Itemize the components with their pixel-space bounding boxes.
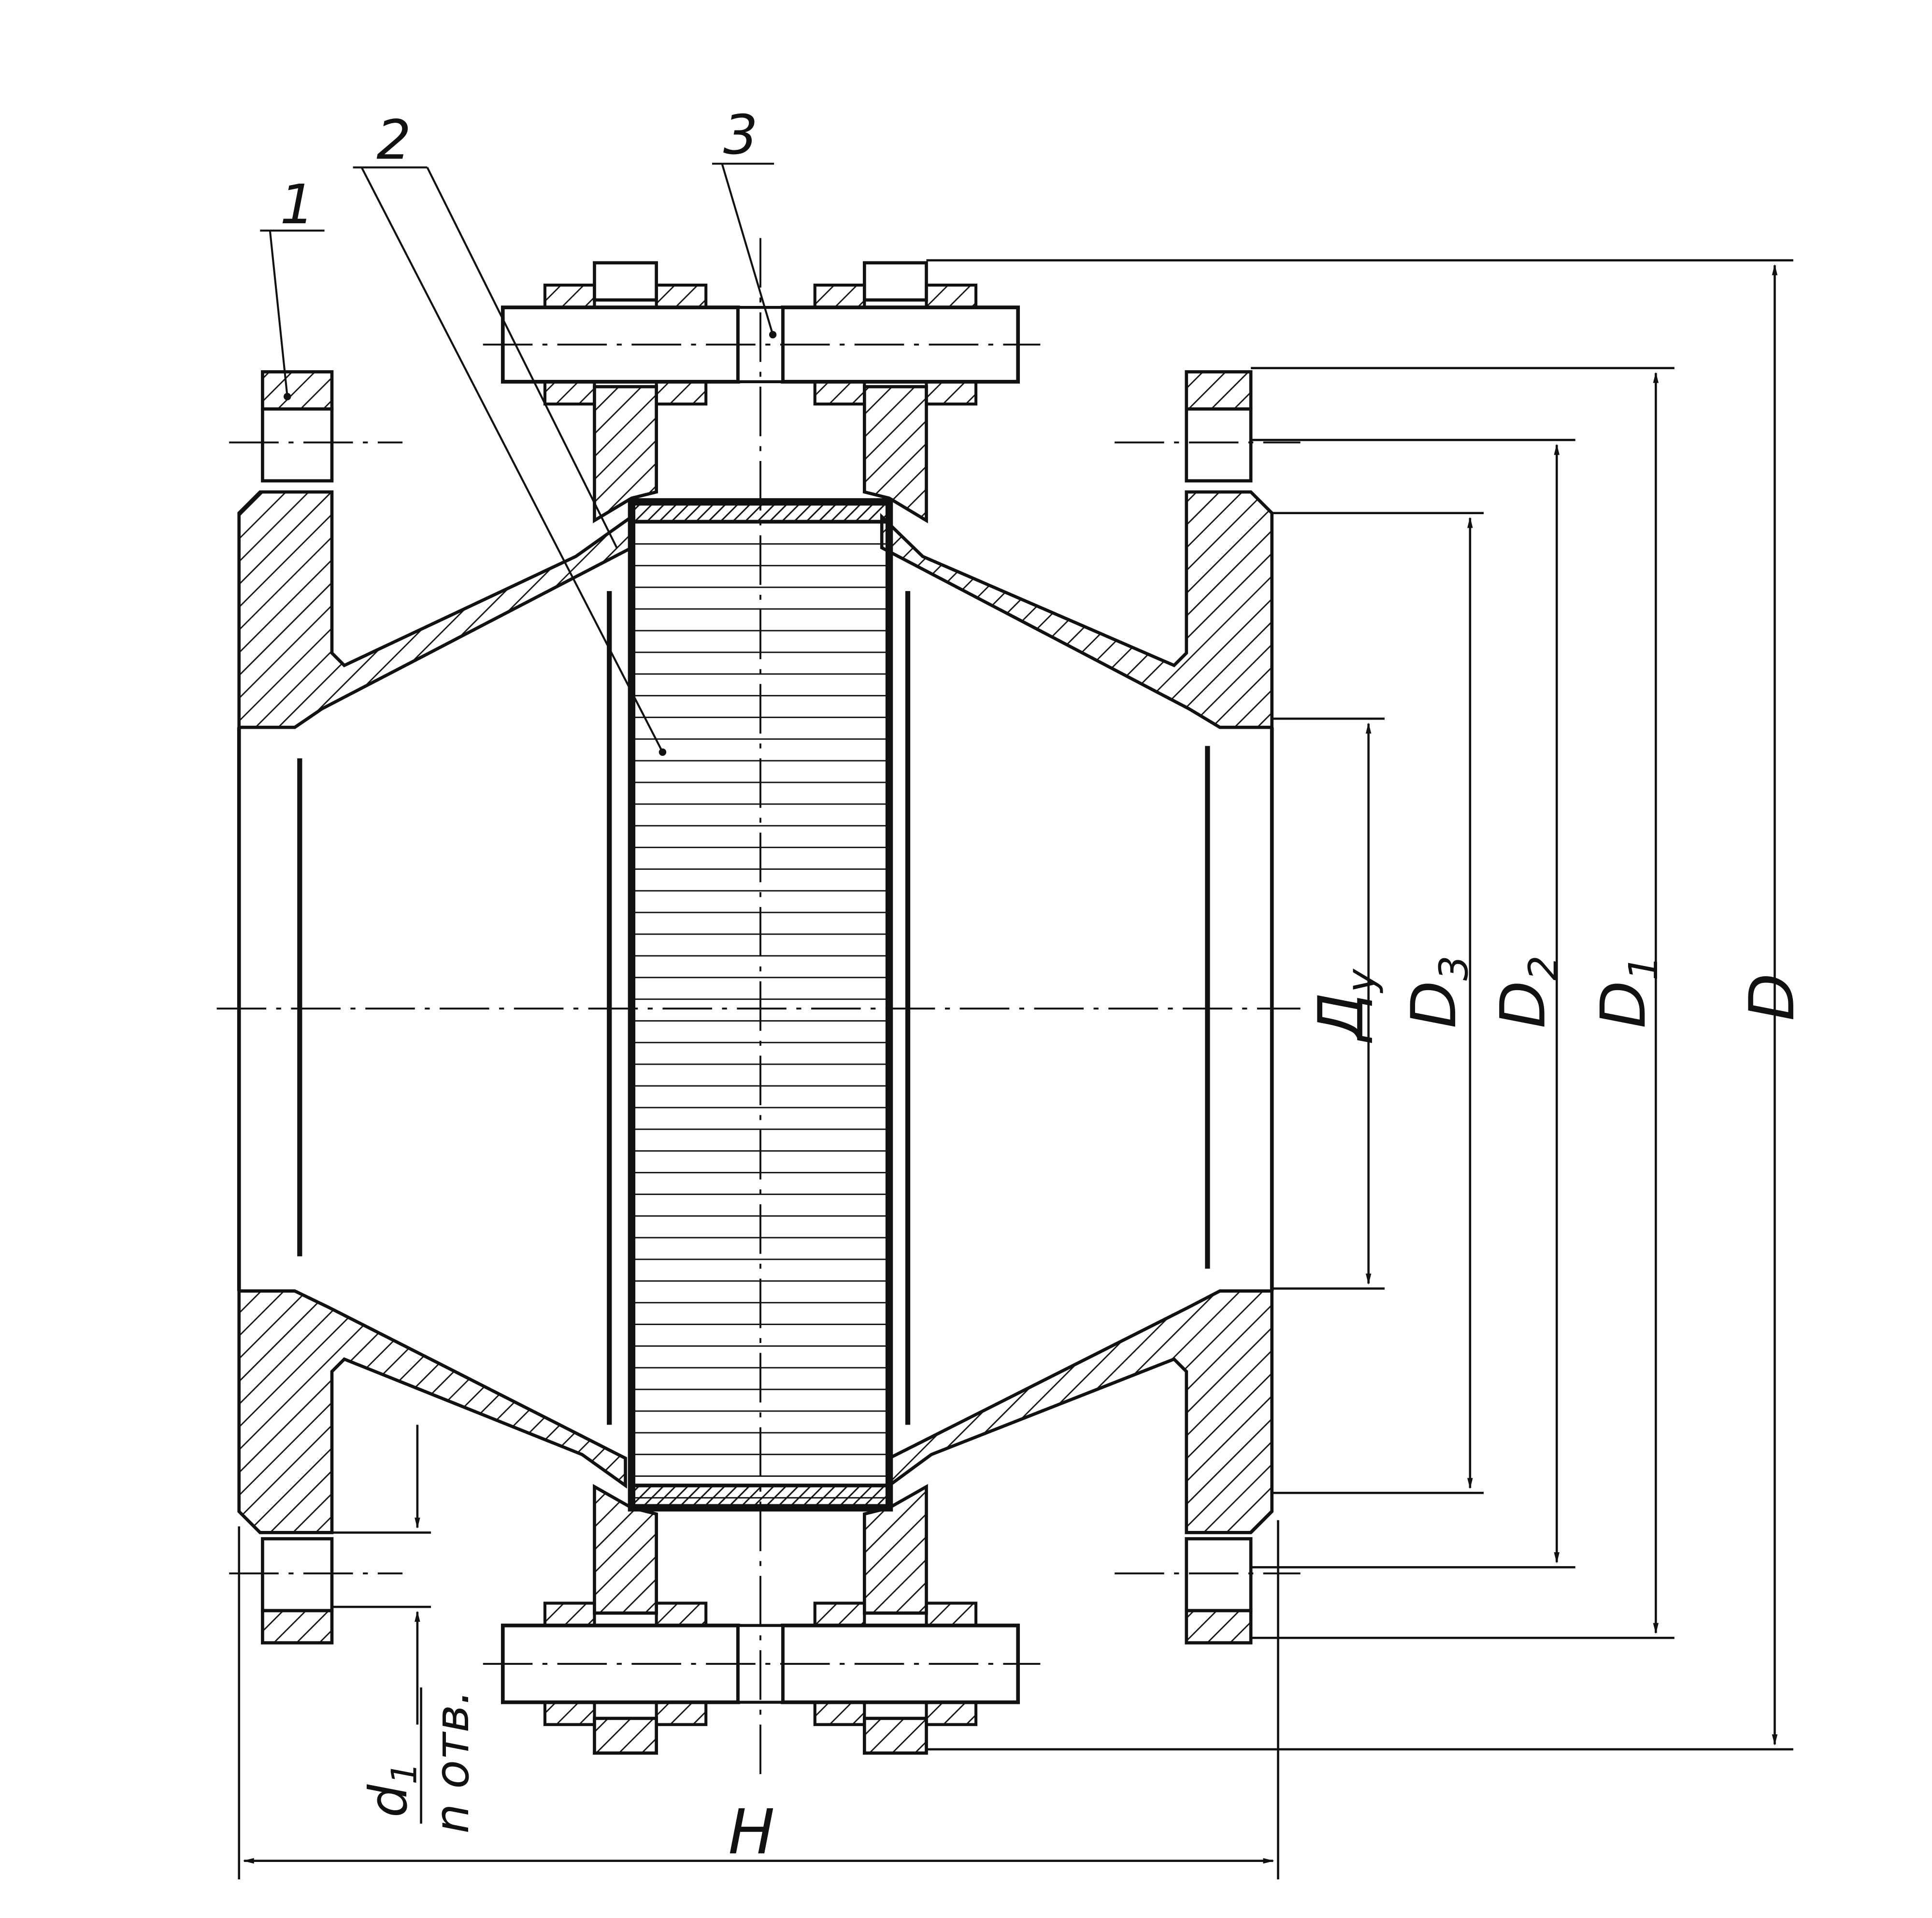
label-d2: D2 <box>1488 955 1567 1028</box>
clamp-bottom-right-post <box>862 1484 928 1615</box>
flange-hole-top-right <box>1185 407 1253 483</box>
nut-bottom-5 <box>543 1701 596 1726</box>
label-d3: D3 <box>1398 955 1477 1028</box>
nut-bottom-8 <box>925 1701 978 1726</box>
bolt-head-top-left <box>593 261 658 302</box>
nut-top-2 <box>655 283 708 309</box>
bolt-head-bottom-left <box>593 1716 658 1755</box>
dimension-labels: D D1 D2 D3 Ду H d1 n отв. <box>358 955 1808 1868</box>
nut-bottom-6 <box>655 1701 708 1726</box>
flange-lug-top-right <box>1185 370 1253 411</box>
flange-hole-bottom-right <box>1185 1537 1253 1613</box>
flange-top-left <box>237 490 633 729</box>
flange-hole-top-left <box>261 407 334 483</box>
callout-3: 3 <box>723 103 758 167</box>
leader-lines <box>260 162 774 753</box>
nut-top-5 <box>543 380 596 406</box>
nut-bottom-2 <box>655 1601 708 1627</box>
nut-bottom-4 <box>925 1601 978 1627</box>
label-du: Ду <box>1305 968 1385 1043</box>
flange-lug-bottom-left <box>261 1609 334 1644</box>
flange-bottom-right <box>887 1289 1274 1534</box>
nut-top-1 <box>543 283 596 309</box>
extension-lines <box>238 259 1793 1880</box>
nut-top-4 <box>925 283 978 309</box>
label-hole-count: n отв. <box>425 1690 479 1833</box>
nut-bottom-7 <box>813 1701 866 1726</box>
label-hole-diameter: d1 <box>358 1762 425 1817</box>
label-h: H <box>728 1796 774 1868</box>
bolt-head-bottom-right <box>862 1716 928 1755</box>
nut-top-6 <box>655 380 708 406</box>
leader-dot-3 <box>769 331 777 339</box>
bolt-head-top-right <box>862 261 928 302</box>
callout-1: 1 <box>280 173 315 236</box>
nut-top-3 <box>813 283 866 309</box>
nut-top-8 <box>925 380 978 406</box>
flange-top-right <box>880 490 1274 729</box>
clamp-top-left-post <box>593 385 658 523</box>
dimension-lines <box>243 264 1778 1864</box>
callout-2: 2 <box>376 108 411 172</box>
nut-top-7 <box>813 380 866 406</box>
flange-lug-bottom-right <box>1185 1609 1253 1644</box>
clamp-bottom <box>501 1484 1020 1755</box>
leader-dot-2 <box>658 748 667 756</box>
housing <box>237 370 1274 1644</box>
flange-bottom-left <box>237 1289 627 1534</box>
nut-bottom-1 <box>543 1601 596 1627</box>
callout-labels: 1 2 3 <box>280 103 758 236</box>
clamp-bottom-left-post <box>593 1484 658 1615</box>
flange-lug-top-left <box>261 370 334 411</box>
leader-dot-1 <box>284 392 291 401</box>
label-d1: D1 <box>1588 955 1667 1028</box>
nut-bottom-3 <box>813 1601 866 1627</box>
center-lines <box>216 238 1301 1774</box>
label-d-outer: D <box>1736 973 1808 1021</box>
flange-hole-bottom-left <box>261 1537 334 1613</box>
clamp-top-right-post <box>862 385 928 523</box>
